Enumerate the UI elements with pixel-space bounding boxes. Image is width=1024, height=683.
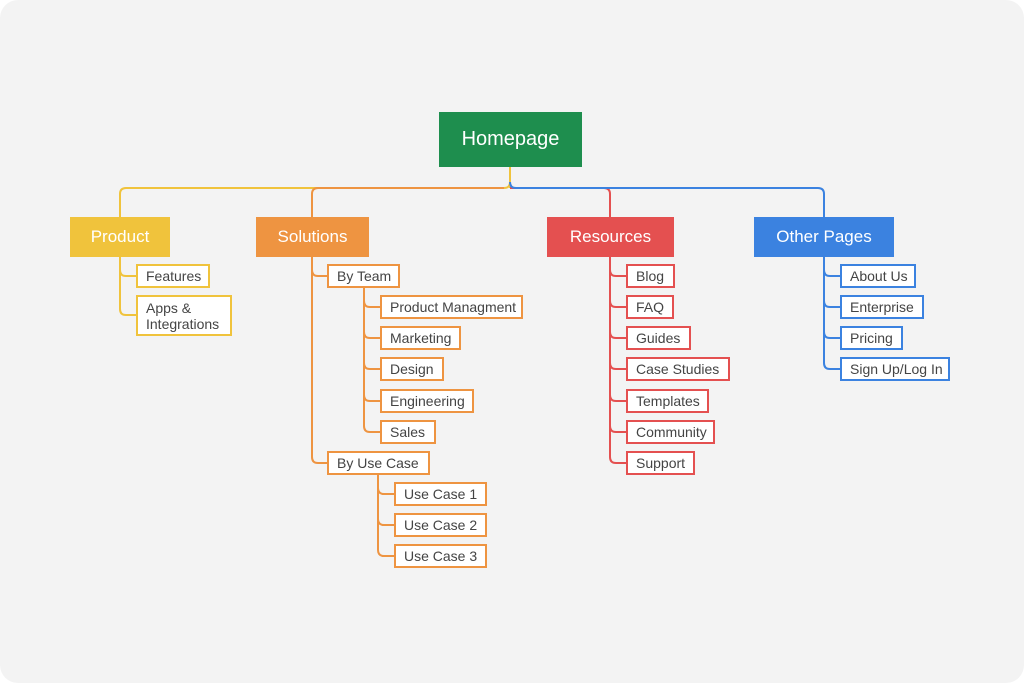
- resources-item-blog[interactable]: Blog: [626, 264, 675, 288]
- other-item-enterprise[interactable]: Enterprise: [840, 295, 924, 319]
- team-item-marketing[interactable]: Marketing: [380, 326, 461, 350]
- resources-item-guides[interactable]: Guides: [626, 326, 691, 350]
- resources-item-templates[interactable]: Templates: [626, 389, 709, 413]
- resources-item-faq[interactable]: FAQ: [626, 295, 674, 319]
- team-item-product-management[interactable]: Product Managment: [380, 295, 523, 319]
- product-item-apps-integrations[interactable]: Apps & Integrations: [136, 295, 232, 336]
- resources-item-community[interactable]: Community: [626, 420, 715, 444]
- use-case-item-1[interactable]: Use Case 1: [394, 482, 487, 506]
- solutions-by-use-case[interactable]: By Use Case: [327, 451, 430, 475]
- other-pages-node[interactable]: Other Pages: [754, 217, 894, 257]
- resources-node[interactable]: Resources: [547, 217, 674, 257]
- team-item-design[interactable]: Design: [380, 357, 444, 381]
- use-case-item-3[interactable]: Use Case 3: [394, 544, 487, 568]
- product-item-features[interactable]: Features: [136, 264, 210, 288]
- other-item-sign-up-log-in[interactable]: Sign Up/Log In: [840, 357, 950, 381]
- other-item-pricing[interactable]: Pricing: [840, 326, 903, 350]
- team-item-engineering[interactable]: Engineering: [380, 389, 474, 413]
- solutions-node[interactable]: Solutions: [256, 217, 369, 257]
- resources-item-case-studies[interactable]: Case Studies: [626, 357, 730, 381]
- other-item-about-us[interactable]: About Us: [840, 264, 916, 288]
- homepage-node[interactable]: Homepage: [439, 112, 582, 167]
- use-case-item-2[interactable]: Use Case 2: [394, 513, 487, 537]
- resources-item-support[interactable]: Support: [626, 451, 695, 475]
- solutions-by-team[interactable]: By Team: [327, 264, 400, 288]
- product-node[interactable]: Product: [70, 217, 170, 257]
- team-item-sales[interactable]: Sales: [380, 420, 436, 444]
